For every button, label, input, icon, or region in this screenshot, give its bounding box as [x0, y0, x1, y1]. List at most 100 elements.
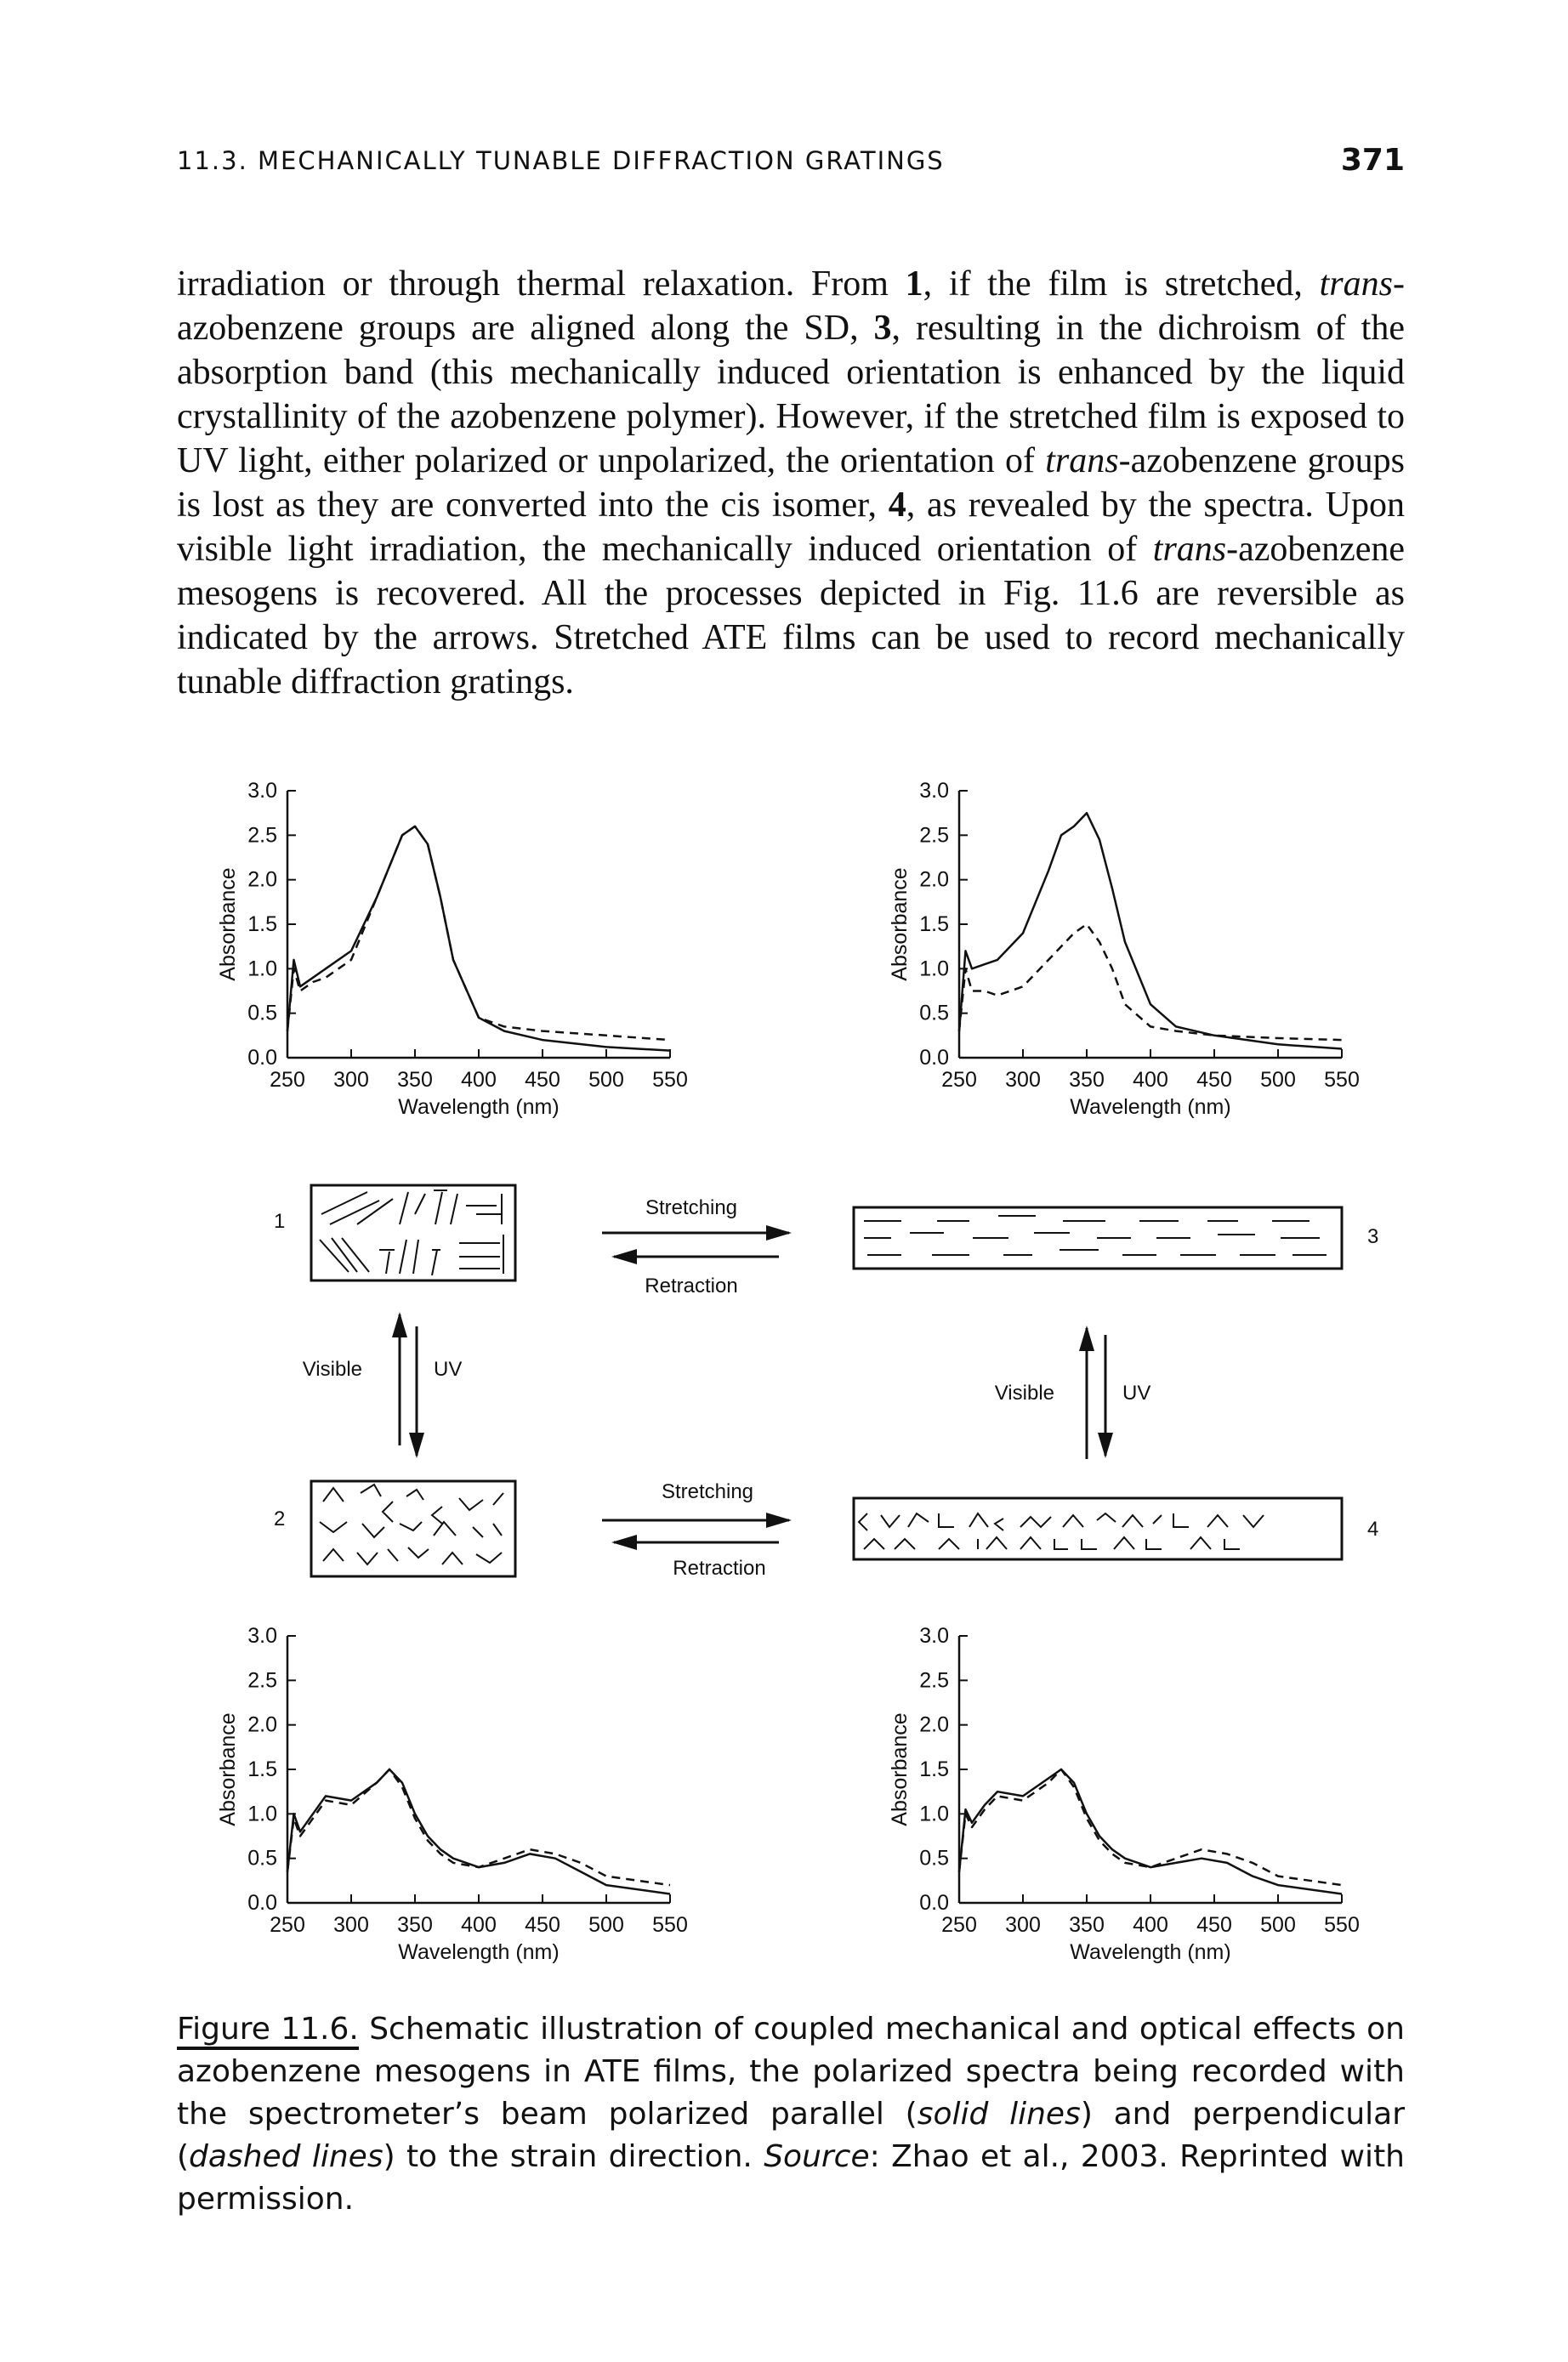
- y-tick-label: 1.0: [247, 957, 277, 980]
- x-tick-label: 350: [1069, 1913, 1105, 1937]
- photo-switch-left: Visible UV: [303, 1312, 462, 1458]
- y-tick-label: 1.0: [247, 1802, 277, 1825]
- state-label-3: 3: [1367, 1225, 1378, 1248]
- series-line-dashed: [957, 1768, 1343, 1887]
- italic-term: trans: [1152, 530, 1227, 569]
- visible-label: Visible: [303, 1358, 362, 1381]
- x-tick-label: 550: [652, 1913, 688, 1937]
- x-tick-label: 350: [1069, 1068, 1105, 1092]
- y-axis-label: Absorbance: [216, 1712, 240, 1825]
- mesogen-cis-marks: [319, 1483, 504, 1566]
- y-tick-label: 0.5: [247, 1002, 277, 1025]
- x-axis-label: Wavelength (nm): [1070, 1095, 1230, 1119]
- italic-term: trans: [1319, 264, 1393, 304]
- y-tick-label: 0.5: [919, 1847, 949, 1871]
- x-axis-label: Wavelength (nm): [1070, 1940, 1230, 1964]
- film-box: [310, 1184, 517, 1282]
- retraction-label: Retraction: [673, 1557, 765, 1580]
- stretching-label: Stretching: [662, 1480, 753, 1503]
- film-state-2: 2: [274, 1479, 517, 1578]
- x-tick-label: 500: [1260, 1913, 1296, 1937]
- y-tick-label: 3.0: [247, 779, 277, 803]
- x-axis-label: Wavelength (nm): [398, 1940, 559, 1964]
- y-tick-label: 3.0: [919, 1624, 949, 1648]
- y-axis-label: Absorbance: [216, 867, 240, 980]
- italic-term: trans: [1045, 441, 1119, 480]
- x-tick-label: 400: [461, 1913, 497, 1937]
- y-tick-label: 0.5: [247, 1847, 277, 1871]
- series-line-solid: [957, 1768, 1343, 1895]
- y-tick-label: 1.5: [919, 1757, 949, 1781]
- y-tick-label: 0.0: [919, 1046, 949, 1070]
- uv-label: UV: [434, 1358, 462, 1381]
- caption-text-run: : Zhao et al., 2003. Reprinted with perm…: [177, 2139, 1405, 2217]
- body-text-run: -azobenzene groups is lost as they are c…: [177, 441, 1405, 525]
- y-tick-label: 0.0: [247, 1046, 277, 1070]
- figure-caption: Figure 11.6. Schematic illustration of c…: [177, 2008, 1405, 2221]
- x-tick-label: 450: [1196, 1068, 1232, 1092]
- y-tick-label: 0.5: [919, 1002, 949, 1025]
- y-tick-label: 1.5: [247, 912, 277, 936]
- x-tick-label: 550: [1324, 1913, 1360, 1937]
- x-tick-label: 400: [461, 1068, 497, 1092]
- caption-label: Figure 11.6.: [177, 2012, 359, 2050]
- caption-italic: dashed lines: [189, 2139, 383, 2174]
- y-axis-label: Absorbance: [888, 867, 912, 980]
- photo-switch-right: Visible UV: [995, 1326, 1150, 1459]
- series-line-dashed: [286, 1768, 671, 1887]
- x-tick-label: 300: [333, 1913, 369, 1937]
- x-tick-label: 300: [1005, 1068, 1041, 1092]
- x-tick-label: 500: [588, 1068, 624, 1092]
- film-state-3: 3: [852, 1206, 1378, 1270]
- x-tick-label: 250: [941, 1913, 977, 1937]
- y-tick-label: 3.0: [919, 779, 949, 803]
- compound-ref: 1: [905, 264, 923, 304]
- mesogen-cis-stretched-marks: [857, 1512, 1264, 1550]
- body-text-run: , if the film is stretched,: [923, 264, 1320, 304]
- y-tick-label: 2.0: [919, 1713, 949, 1737]
- caption-italic: solid lines: [917, 2097, 1081, 2132]
- compound-ref: 4: [888, 485, 906, 525]
- running-head: 11.3. MECHANICALLY TUNABLE DIFFRACTION G…: [177, 146, 945, 175]
- caption-source-label: Source: [764, 2139, 870, 2174]
- film-state-1: 1: [274, 1184, 517, 1282]
- y-tick-label: 0.0: [247, 1891, 277, 1915]
- caption-text-run: ) and perpendicular (: [177, 2097, 1406, 2174]
- compound-ref: 3: [873, 309, 892, 348]
- x-tick-label: 350: [397, 1913, 433, 1937]
- film-box-stretched: [852, 1206, 1344, 1270]
- body-text-run: -azobenzene mesogens is recovered. All t…: [177, 530, 1405, 701]
- film-box-stretched: [852, 1496, 1344, 1561]
- x-tick-label: 300: [333, 1068, 369, 1092]
- body-text-run: -azobenzene groups are aligned along the…: [177, 264, 1405, 348]
- page-header: 11.3. MECHANICALLY TUNABLE DIFFRACTION G…: [177, 143, 1405, 185]
- x-tick-label: 450: [525, 1913, 560, 1937]
- x-tick-label: 250: [270, 1068, 305, 1092]
- x-tick-label: 400: [1133, 1068, 1168, 1092]
- y-tick-label: 2.0: [247, 1713, 277, 1737]
- y-tick-label: 0.0: [919, 1891, 949, 1915]
- stretching-label: Stretching: [645, 1196, 737, 1219]
- x-axis-label: Wavelength (nm): [398, 1095, 559, 1119]
- x-tick-label: 500: [1260, 1068, 1296, 1092]
- y-tick-label: 2.0: [247, 868, 277, 892]
- x-tick-label: 250: [270, 1913, 305, 1937]
- series-line-dashed: [957, 923, 1343, 1042]
- x-tick-label: 400: [1133, 1913, 1168, 1937]
- mesogen-random-marks: [319, 1190, 504, 1276]
- body-text-run: , as revealed by the spectra. Upon visib…: [177, 485, 1406, 569]
- stretch-retract-bottom: Stretching Retraction: [602, 1480, 792, 1580]
- body-text-run: irradiation or through thermal relaxatio…: [177, 264, 906, 304]
- page-number: 371: [1340, 143, 1405, 178]
- visible-label: Visible: [995, 1382, 1054, 1405]
- y-tick-label: 2.5: [919, 1668, 949, 1692]
- series-line-solid: [957, 811, 1343, 1050]
- retraction-label: Retraction: [645, 1275, 737, 1297]
- x-tick-label: 350: [397, 1068, 433, 1092]
- x-tick-label: 550: [1324, 1068, 1360, 1092]
- y-tick-label: 3.0: [247, 1624, 277, 1648]
